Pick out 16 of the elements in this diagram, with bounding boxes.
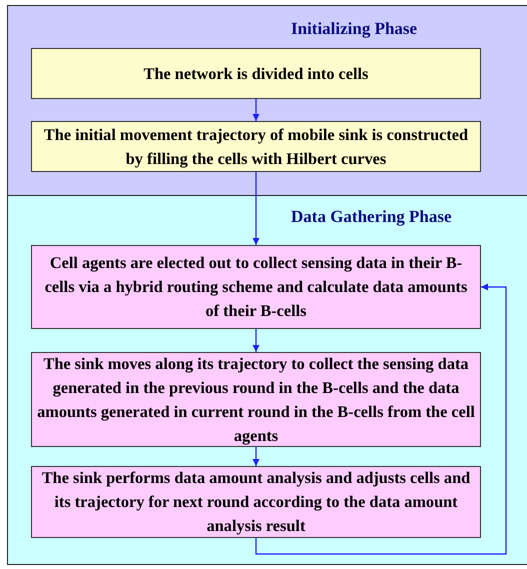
phase-panel (7, 5, 527, 196)
arrow (255, 284, 507, 555)
process-box (31, 245, 481, 329)
arrow (252, 172, 260, 245)
phase-title: Data Gathering Phase (291, 207, 452, 227)
step-text: The network is divided into cells (142, 62, 370, 84)
arrow (252, 329, 260, 352)
step-text: Cell agents are elected out to collect sensing data in their B-cells via a hybrid routing scheme and calculate data amounts of their B-cells (44, 252, 468, 322)
phase-title: Initializing Phase (291, 19, 418, 39)
process-box (31, 48, 481, 99)
arrow (252, 447, 260, 466)
arrow (252, 99, 260, 121)
step-text: The sink performs data amount analysis and adjusts cells and its trajectory for next round according to the data amount analysis result (40, 467, 472, 537)
phase-panel (7, 195, 527, 565)
step-text: The initial movement trajectory of mobile sink is constructed by filling the cells with Hilbert curves (42, 124, 470, 170)
step-text: The sink moves along its trajectory to collect the sensing data generated in the previous round in the B-cells and the data amounts generated in current round in the B-cells from the cell agents (36, 352, 476, 447)
